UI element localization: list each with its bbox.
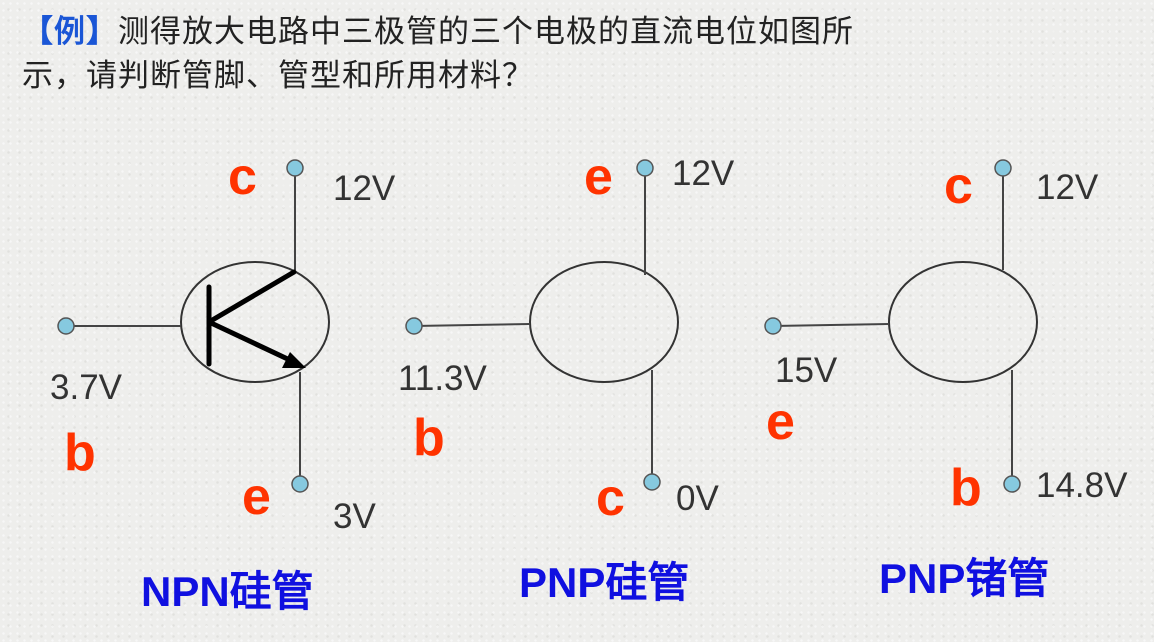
transistor-2-left-letter: b xyxy=(413,409,445,467)
transistor-1-top-letter: c xyxy=(228,148,257,206)
transistor-2-bottom-voltage: 0V xyxy=(676,479,719,518)
transistor-3-left-voltage: 15V xyxy=(775,351,838,390)
transistor-2-top-terminal xyxy=(636,159,654,177)
transistor-2-body xyxy=(529,261,679,383)
transistor-3-bottom-terminal xyxy=(1003,475,1021,493)
transistor-1-collector-line xyxy=(206,269,297,325)
transistor-1-bottom-terminal xyxy=(291,475,309,493)
transistor-1-left-voltage: 3.7V xyxy=(50,368,123,407)
transistor-1-type-label: NPN硅管 xyxy=(141,568,314,615)
question-line-2: 示，请判断管脚、管型和所用材料？ xyxy=(22,58,534,94)
transistor-2-left-terminal xyxy=(405,317,423,335)
transistor-3-top-terminal xyxy=(994,159,1012,177)
transistor-3-body xyxy=(888,261,1038,383)
question-line-1: 【例】测得放大电路中三极管的三个电极的直流电位如图所 xyxy=(22,10,1122,54)
transistor-2-top-letter: e xyxy=(584,148,613,206)
transistor-1-emitter-arrow-icon xyxy=(282,352,306,368)
transistor-3-left-lead xyxy=(772,323,890,327)
transistor-3-left-letter: e xyxy=(766,393,795,451)
transistor-1-emitter-line xyxy=(206,319,297,365)
transistor-1-top-voltage: 12V xyxy=(333,169,396,208)
example-tag: 【例】 xyxy=(22,14,118,50)
transistor-1-bottom-voltage: 3V xyxy=(333,497,376,536)
transistor-2-bottom-letter: c xyxy=(596,469,625,527)
transistor-2-left-voltage: 11.3V xyxy=(398,359,488,398)
transistor-1-bottom-letter: e xyxy=(242,468,271,526)
transistor-3: c 12V 15V e b 14.8V PNP锗管 xyxy=(764,157,1128,602)
question-text: 【例】测得放大电路中三极管的三个电极的直流电位如图所 示，请判断管脚、管型和所用… xyxy=(22,10,1122,98)
transistor-3-left-terminal xyxy=(764,317,782,335)
transistor-2-top-voltage: 12V xyxy=(672,154,735,193)
transistor-2-type-label: PNP硅管 xyxy=(519,559,689,606)
transistor-1-left-letter: b xyxy=(64,424,96,482)
transistor-3-type-label: PNP锗管 xyxy=(879,555,1049,602)
transistor-2-left-lead xyxy=(413,323,531,327)
transistor-3-top-voltage: 12V xyxy=(1036,168,1099,207)
question-line-1-text: 测得放大电路中三极管的三个电极的直流电位如图所 xyxy=(118,14,854,50)
transistor-1: c 12V 3.7V b e 3V NPN硅管 xyxy=(50,148,396,615)
transistor-2-bottom-terminal xyxy=(643,473,661,491)
transistor-1-left-terminal xyxy=(57,317,75,335)
transistor-1-top-terminal xyxy=(286,159,304,177)
transistor-3-bottom-letter: b xyxy=(950,459,982,517)
transistor-3-bottom-voltage: 14.8V xyxy=(1036,466,1128,505)
transistor-2: e 12V 11.3V b c 0V PNP硅管 xyxy=(398,148,735,606)
transistor-3-top-letter: c xyxy=(944,157,973,215)
transistor-1-body xyxy=(180,261,330,383)
